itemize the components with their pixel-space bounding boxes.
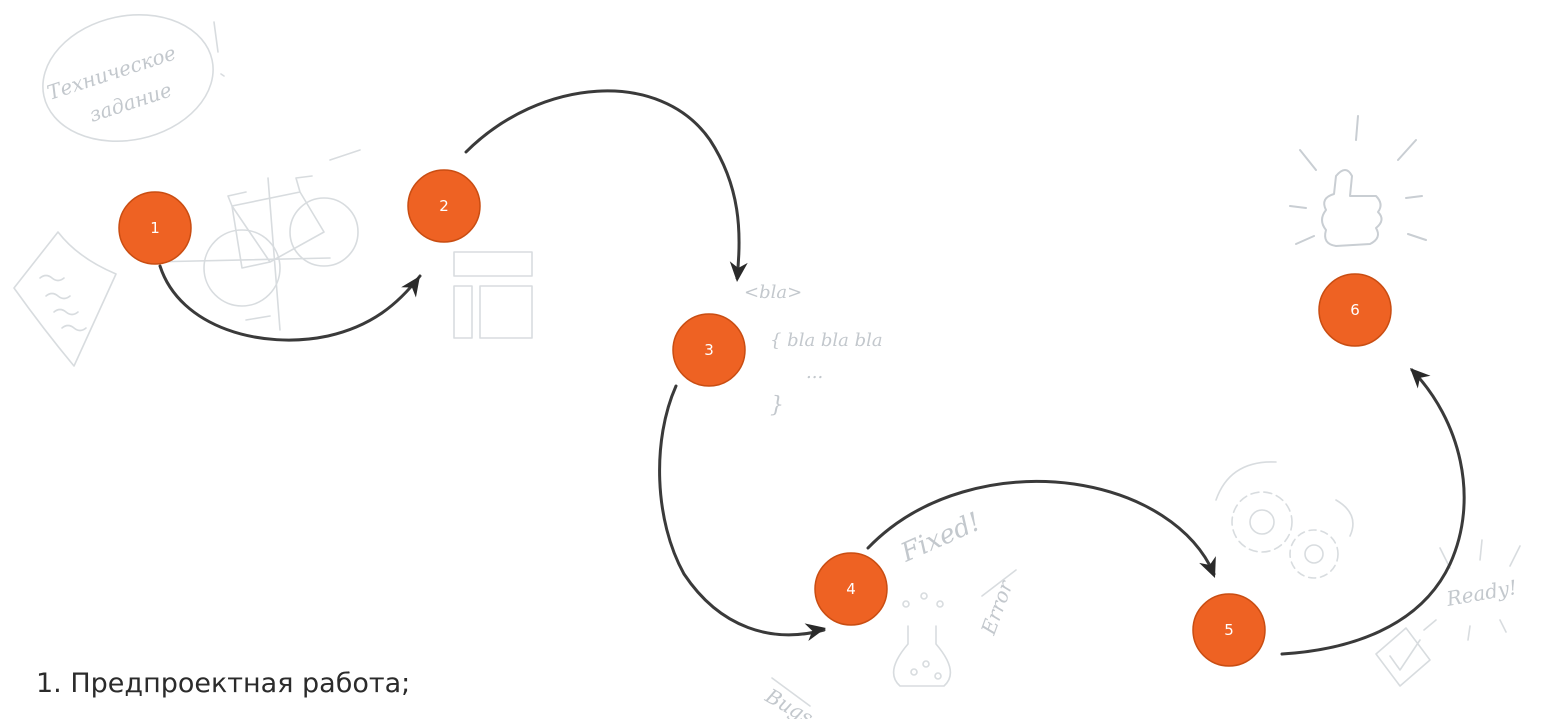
nodes: 1 2 3 4 5 6 [118, 169, 1392, 667]
step-node-label: 1 [150, 219, 160, 237]
ready-text: Ready! [1444, 575, 1519, 611]
bugs-text: Bugs [761, 683, 818, 719]
step-node-label: 2 [439, 197, 449, 215]
connector-1-2-arrowhead [401, 276, 420, 298]
step-node-circle [118, 191, 192, 265]
step-node-4: 4 [814, 552, 888, 626]
ready-sketch: Ready! [1375, 539, 1521, 687]
connector-5-6 [1280, 368, 1466, 656]
step-node-1: 1 [118, 191, 192, 265]
gears-sketch [1215, 461, 1354, 579]
connector-5-6-arrowhead [1410, 368, 1431, 389]
code-sketch: <bla> { bla bla bla ... } [744, 282, 883, 418]
step-node-circle [1318, 273, 1392, 347]
connectors [158, 89, 1466, 656]
caption-text: 1. Предпроектная работа; [36, 668, 411, 699]
code-close-text: } [770, 393, 784, 418]
step-node-2: 2 [407, 169, 481, 243]
document-sketch [13, 231, 117, 367]
testing-sketch: Fixed! Error Bugs [761, 507, 1018, 719]
code-dots-text: ... [806, 362, 823, 383]
step-node-label: 4 [846, 580, 856, 598]
bicycle-sketch [149, 149, 361, 331]
thumbs-up-sketch [1289, 115, 1427, 247]
step-node-label: 6 [1350, 301, 1360, 319]
step-node-circle [407, 169, 481, 243]
wireframe-sketch [453, 251, 533, 339]
code-body-text: { bla bla bla [770, 330, 883, 351]
connector-2-3 [464, 89, 741, 280]
connector-4-5-arrowhead [1199, 556, 1216, 578]
step-node-circle [1192, 593, 1266, 667]
connector-3-4 [658, 384, 826, 637]
step-node-5: 5 [1192, 593, 1266, 667]
tech-spec-stamp-sketch: Техническое задание [42, 13, 225, 143]
connector-4-5 [866, 480, 1216, 576]
step-node-circle [672, 313, 746, 387]
step-node-6: 6 [1318, 273, 1392, 347]
step-node-label: 3 [704, 341, 714, 359]
code-tag-text: <bla> [744, 282, 802, 303]
connector-1-2 [158, 264, 422, 342]
step-node-label: 5 [1224, 621, 1234, 639]
connector-2-3-arrowhead [729, 261, 748, 282]
connector-3-4-arrowhead [804, 623, 826, 641]
step-node-3: 3 [672, 313, 746, 387]
step-node-circle [814, 552, 888, 626]
